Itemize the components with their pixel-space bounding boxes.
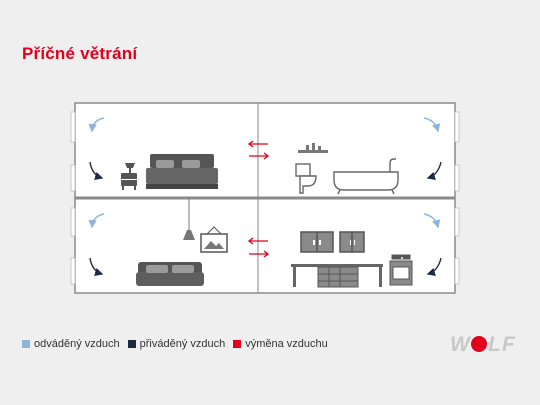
exhaust-arrows <box>88 117 441 229</box>
exhaust-arrow <box>423 117 441 133</box>
nightstand-lamp-icon <box>121 163 137 190</box>
bed-icon <box>146 154 218 189</box>
supply-arrow <box>89 161 104 181</box>
supply-arrow <box>426 257 442 277</box>
exchange-arrow-right <box>249 250 270 258</box>
supply-arrows <box>89 161 442 277</box>
legend-swatch <box>22 340 30 348</box>
exchange-arrow-left <box>247 140 268 148</box>
sofa-icon <box>136 262 204 286</box>
picture-frame-icon <box>200 226 228 253</box>
kitchen-counter-icon <box>291 264 383 288</box>
exhaust-arrow <box>88 213 105 229</box>
legend-swatch <box>127 340 136 348</box>
exhaust-arrow <box>423 213 441 229</box>
legend-item-exchange: výměna vzduchu <box>233 338 328 350</box>
legend: odváděný vzduch přiváděný vzduch výměna … <box>22 338 336 350</box>
supply-arrow <box>89 257 104 277</box>
toilet-icon <box>295 163 317 194</box>
exchange-arrow-right <box>249 152 270 160</box>
legend-label: výměna vzduchu <box>245 338 328 350</box>
legend-item-supply: přiváděný vzduch <box>127 338 226 350</box>
exchange-arrows <box>247 140 270 258</box>
legend-label: odváděný vzduch <box>34 338 120 350</box>
window-strips <box>70 111 460 285</box>
stove-icon <box>389 254 413 286</box>
legend-label: přiváděný vzduch <box>139 338 226 350</box>
kitchen-cabinets-icon <box>300 231 365 253</box>
shelf-icon <box>298 143 328 153</box>
page-title: Příčné větrání <box>22 44 138 63</box>
legend-item-exhaust: odváděný vzduch <box>22 338 120 350</box>
bathtub-icon <box>333 158 399 195</box>
supply-arrow <box>426 161 442 181</box>
pendant-lamp-icon <box>183 198 195 240</box>
legend-swatch <box>233 340 242 348</box>
wolf-logo: WOLF <box>450 333 515 356</box>
exhaust-arrow <box>88 117 105 133</box>
exchange-arrow-left <box>247 237 268 245</box>
